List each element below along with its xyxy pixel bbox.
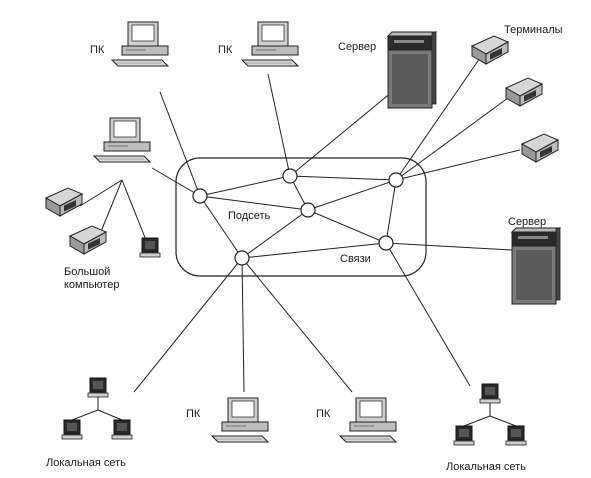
link-line <box>395 149 521 181</box>
link-line <box>159 91 201 197</box>
link-line <box>241 209 309 259</box>
link-line <box>395 57 481 181</box>
label-pc-bottom-left: ПК <box>186 408 201 420</box>
link-line <box>385 242 513 251</box>
subnet-boundary <box>175 157 427 277</box>
mainframe-unit <box>139 237 161 258</box>
terminal-1 <box>471 35 509 65</box>
pc-bottom-right <box>339 397 397 443</box>
server-top <box>387 31 437 109</box>
link-line <box>307 209 387 244</box>
label-lan-left: Локальная сеть <box>46 457 126 469</box>
link-line <box>121 179 147 241</box>
terminal-3 <box>521 133 559 163</box>
external-links <box>79 57 521 393</box>
label-pc-top-middle: ПК <box>218 44 233 56</box>
label-mainframe-line2: компьютер <box>64 279 119 291</box>
link-line <box>199 195 309 211</box>
link-line <box>241 257 245 393</box>
mainframe-console <box>93 117 151 163</box>
terminal-2 <box>505 77 543 107</box>
subnet-node <box>378 235 394 251</box>
label-mainframe-line1: Большой <box>64 266 110 278</box>
link-line <box>267 73 291 177</box>
link-line <box>307 179 397 211</box>
subnet-node <box>192 188 208 204</box>
link-line <box>395 97 509 181</box>
label-pc-top-left: ПК <box>90 44 105 56</box>
subnet-nodes <box>192 168 404 266</box>
link-line <box>289 91 393 177</box>
subnet-node <box>282 168 298 184</box>
label-links: Связи <box>340 253 371 265</box>
link-line <box>199 195 243 259</box>
link-line <box>79 179 123 207</box>
link-line <box>199 175 291 197</box>
link-line <box>133 257 243 393</box>
pc-top-left <box>111 21 169 67</box>
link-line <box>385 242 471 387</box>
label-server-top: Сервер <box>338 41 376 53</box>
label-subnet: Подсеть <box>228 210 270 222</box>
subnet-node <box>388 172 404 188</box>
subnet-node <box>234 250 250 266</box>
lan-right <box>453 383 527 446</box>
label-lan-right: Локальная сеть <box>446 461 526 473</box>
link-line <box>289 175 397 181</box>
link-line <box>99 179 123 235</box>
subnet-node <box>300 202 316 218</box>
subnet-links <box>199 175 397 259</box>
server-right <box>511 227 561 305</box>
pc-top-middle <box>241 21 299 67</box>
label-pc-bottom-right: ПК <box>316 408 331 420</box>
label-server-right: Сервер <box>508 216 546 228</box>
mainframe-terminal <box>69 225 107 255</box>
link-line <box>151 167 201 197</box>
mainframe-terminal <box>45 187 83 217</box>
link-line <box>385 179 397 244</box>
lan-left <box>61 377 133 440</box>
link-line <box>241 257 353 393</box>
pc-bottom-left <box>211 397 269 443</box>
label-terminals: Терминалы <box>504 24 563 36</box>
link-line <box>241 242 387 259</box>
